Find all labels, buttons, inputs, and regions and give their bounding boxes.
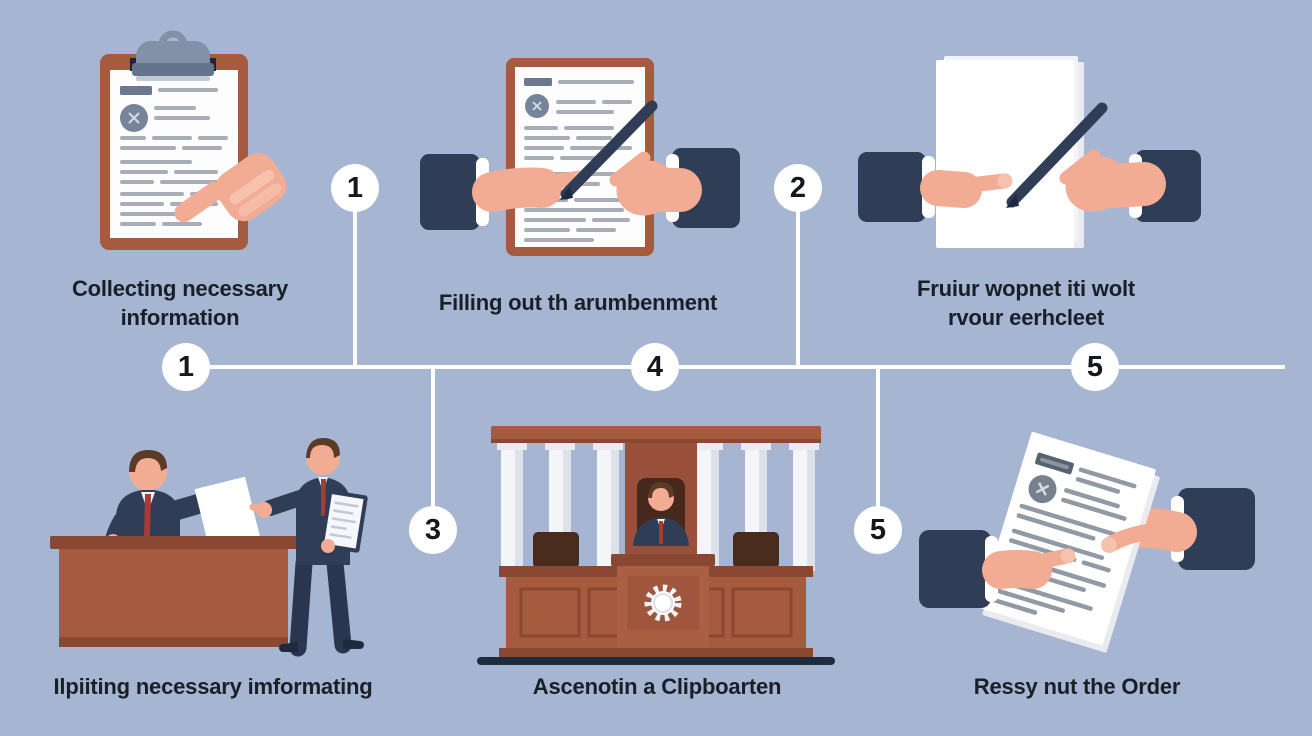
columns — [497, 443, 819, 571]
tilted-document — [978, 431, 1160, 653]
marker-label: 4 — [646, 350, 664, 383]
right-hand-pen-icon — [560, 100, 740, 228]
connector-bottom-5 — [876, 367, 880, 508]
step-marker-bottom-5: 5 — [854, 506, 902, 554]
step-marker-bottom-3: 3 — [409, 506, 457, 554]
caption-bottom-right: Ressy nut the Order — [973, 674, 1181, 699]
step-marker-timeline-4: 4 — [631, 343, 679, 391]
connector-top-2 — [796, 210, 800, 367]
seal-icon — [644, 584, 682, 622]
desk-scene-illustration — [50, 438, 368, 657]
timeline-line — [186, 365, 1285, 369]
caption-filling-out: Filling out th arumbenment — [438, 290, 718, 315]
paper-stack-signing-illustration — [858, 56, 1201, 248]
pointing-hand-icon — [174, 153, 287, 223]
courtroom-bench-illustration — [477, 426, 835, 665]
caption-bottom-middle: Ascenotin a Clipboarten — [532, 674, 782, 699]
marker-label: 5 — [1086, 350, 1104, 383]
document-handoff-illustration — [919, 431, 1255, 653]
caption-collecting-information: Collecting necessary information — [71, 276, 289, 330]
form-signing-illustration — [420, 58, 740, 256]
left-hand-icon — [919, 530, 1076, 608]
connector-bottom-3 — [431, 367, 435, 508]
marker-label: 5 — [869, 513, 887, 546]
caption-top-right: Fruiur wopnet iti wolt rvour eerhcleet — [916, 276, 1136, 330]
marker-label: 1 — [346, 171, 364, 204]
caption-bottom-left: Ilpiiting necessary imformating — [53, 674, 373, 699]
connector-top-1 — [353, 210, 357, 367]
left-hand-icon — [858, 152, 1013, 222]
marker-label: 3 — [424, 513, 442, 546]
marker-label: 1 — [177, 350, 195, 383]
judge-figure — [633, 482, 689, 546]
step-marker-top-1: 1 — [331, 164, 379, 212]
marker-label: 2 — [789, 171, 807, 204]
clipboard-illustration — [100, 30, 287, 250]
step-marker-top-2: 2 — [774, 164, 822, 212]
right-hand-pen-icon — [1006, 102, 1201, 222]
step-marker-timeline-1: 1 — [162, 343, 210, 391]
step-marker-timeline-5: 5 — [1071, 343, 1119, 391]
